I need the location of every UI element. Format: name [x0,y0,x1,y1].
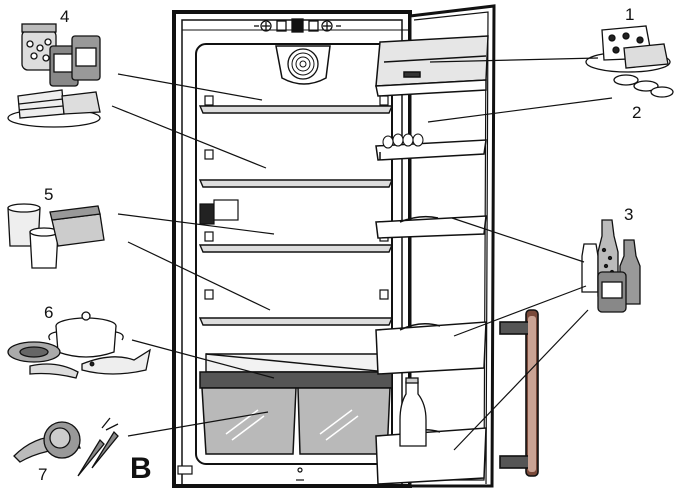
yogurt-icon [7,203,105,269]
pot-icon [48,311,124,358]
callout-3: 3 [624,205,634,224]
cake-icon [7,89,101,128]
eggs-icon [382,133,424,149]
callout-1: 1 [625,5,635,24]
milk-bottle-icon [399,377,427,447]
interior-light-icon [199,199,239,225]
figure-label: B [130,452,152,485]
vegetables-icon [13,417,119,477]
callout-6: 6 [44,303,54,322]
control-panel-icons [254,18,341,33]
cheese-icon [585,25,674,98]
dairy-compartment [375,35,489,97]
fish-icon [7,341,151,379]
bottom-hinge [177,465,304,481]
callout-5: 5 [44,185,54,204]
door-handle [499,309,539,477]
fan-icon [275,45,331,85]
callout-4: 4 [60,7,70,26]
crisper-cover [205,353,389,373]
leader-lines [111,57,613,451]
bottles-icon [581,219,641,313]
jars-icon [21,23,101,87]
callout-2: 2 [632,103,642,122]
glass-shelves [198,105,394,326]
vegetable-drawers [199,371,393,455]
callout-7: 7 [38,465,48,484]
